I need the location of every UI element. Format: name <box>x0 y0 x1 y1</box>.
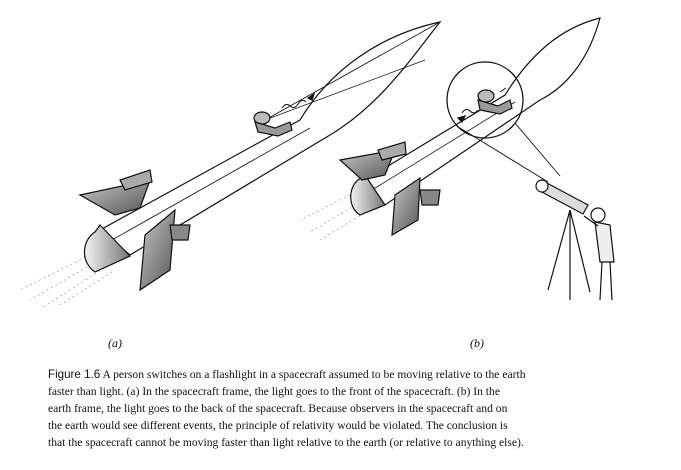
magnifier-circle <box>446 61 524 139</box>
nozzle-b <box>350 174 386 216</box>
rocket-a <box>19 21 442 309</box>
caption-line-1-text: A person switches on a flashlight in a s… <box>100 368 526 381</box>
caption-line-5: that the spacecraft cannot be moving fas… <box>48 436 524 449</box>
caption-line-3: earth frame, the light goes to the back … <box>48 402 508 415</box>
astronaut-a <box>253 111 293 137</box>
rocket-b <box>299 17 601 241</box>
caption-line-1: Figure 1.6 A person switches on a flashl… <box>48 366 628 383</box>
caption-line-2: faster than light. (a) In the spacecraft… <box>48 385 500 398</box>
exhaust-streaks-a <box>19 254 113 309</box>
panel-b-label: (b) <box>470 336 484 350</box>
figure-caption: Figure 1.6 A person switches on a flashl… <box>48 366 628 451</box>
astronaut-b <box>477 89 513 115</box>
fin-lower-a <box>139 208 176 292</box>
exhaust-streaks-b <box>299 194 365 241</box>
earth-observer <box>535 179 615 301</box>
figure-number: Figure 1.6 <box>48 368 101 381</box>
rocket-body-a <box>98 21 442 256</box>
figure-illustration <box>19 17 615 309</box>
caption-line-4: the earth would see different events, th… <box>48 419 508 432</box>
nozzle-a <box>83 224 132 273</box>
panel-a-label: (a) <box>108 336 122 350</box>
fin-lower-b <box>391 176 421 237</box>
